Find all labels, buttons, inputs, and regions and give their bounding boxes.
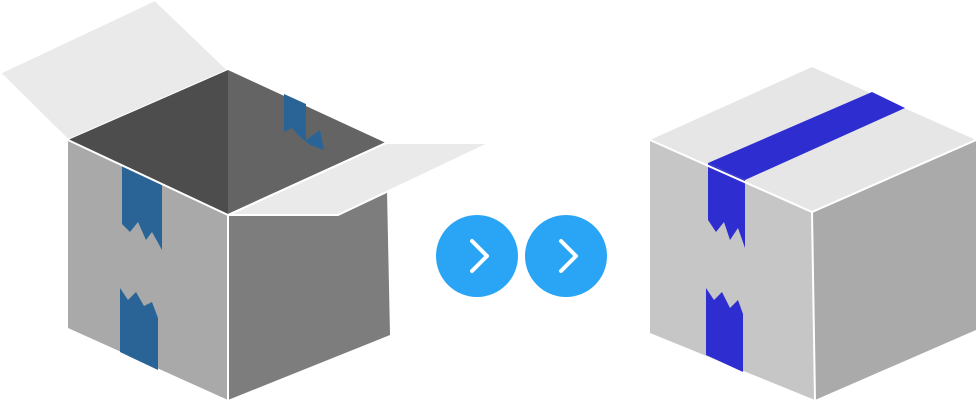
closed-box-front-tape-lower [706, 288, 743, 372]
closed-box-front-tape-upper [708, 163, 745, 248]
open-box [0, 0, 491, 400]
chevron-right-icon [470, 239, 489, 273]
open-box-front-tape-upper [122, 166, 162, 250]
next-button-1[interactable] [436, 215, 518, 297]
open-box-inner-tape [284, 94, 324, 150]
closed-box-vertical-edge [811, 211, 816, 401]
closed-box-left-face [650, 140, 815, 400]
next-button-1-bg [436, 215, 518, 297]
closed-box-right-face [812, 140, 976, 400]
chevron-right-icon [559, 239, 578, 273]
open-box-interior-left [68, 70, 228, 215]
next-button-2[interactable] [525, 215, 607, 297]
open-box-front-tape-lower [120, 288, 158, 370]
open-box-left-face [68, 140, 228, 400]
closed-box-top-tape [708, 92, 905, 180]
closed-box [649, 67, 976, 401]
next-button-2-bg [525, 215, 607, 297]
